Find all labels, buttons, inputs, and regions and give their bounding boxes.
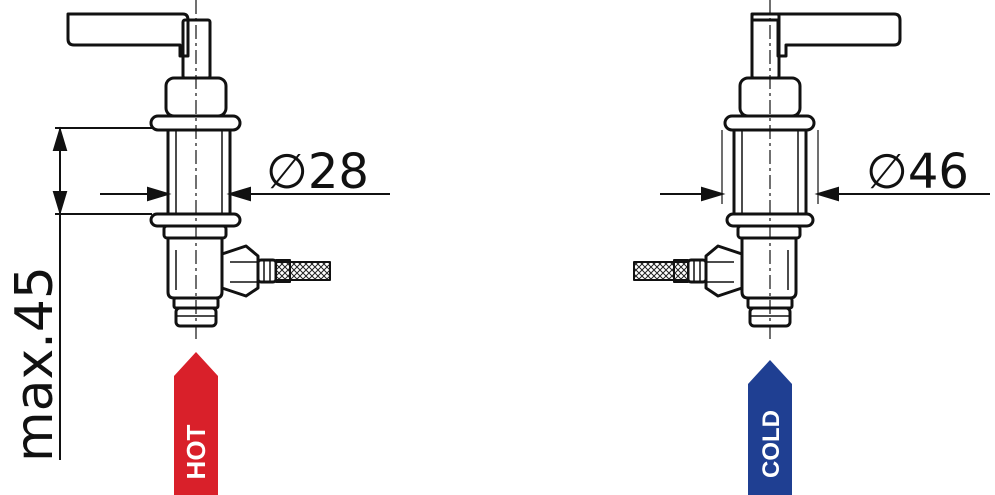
hot-tag: HOT bbox=[174, 352, 218, 495]
cold-tag: COLD bbox=[748, 360, 792, 495]
hot-side-nut bbox=[220, 244, 260, 298]
cold-valve bbox=[633, 12, 902, 328]
hot-diameter-dimension bbox=[100, 186, 390, 202]
cold-diameter-dimension bbox=[660, 130, 990, 204]
hot-tag-arrow bbox=[174, 352, 218, 495]
hot-valve bbox=[66, 12, 331, 328]
height-dimension-label: max.45 bbox=[5, 266, 65, 462]
hot-handle-lever bbox=[66, 12, 190, 58]
cold-tag-arrow bbox=[748, 360, 792, 495]
cold-handle-lever bbox=[750, 12, 902, 58]
cold-braided-hose bbox=[633, 261, 689, 281]
cold-side-nut bbox=[704, 244, 744, 298]
hot-diameter-label: ∅28 bbox=[266, 144, 369, 200]
hot-braided-hose bbox=[275, 261, 331, 281]
hot-body bbox=[166, 128, 232, 216]
hot-tag-label: HOT bbox=[181, 424, 211, 479]
cold-diameter-label: ∅46 bbox=[866, 144, 969, 200]
height-dimension bbox=[52, 126, 152, 460]
cold-handle-stem bbox=[750, 12, 781, 80]
cold-tag-label: COLD bbox=[758, 410, 785, 478]
